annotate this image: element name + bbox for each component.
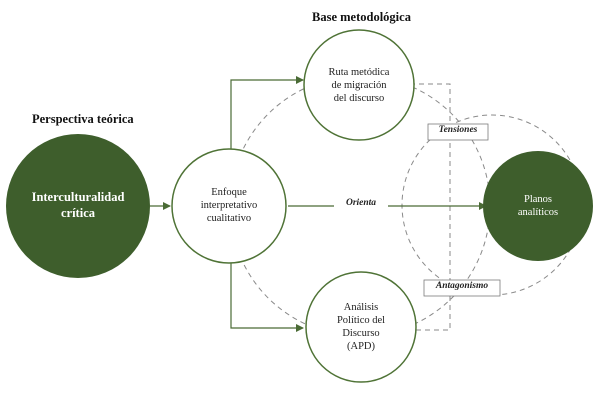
label-interculturalidad: Interculturalidad crítica [31, 190, 125, 220]
label-planos: Planos analíticos [517, 194, 559, 219]
tensiones-box [427, 123, 489, 141]
node-enfoque [171, 148, 287, 264]
arrow-enfoque-to-apd [230, 258, 304, 332]
label-antagonismo: Antagonismo [435, 281, 489, 291]
heading-perspectiva-teorica: Perspectiva teórica [32, 112, 134, 126]
label-apd: Análisis Político del Discurso (APD) [336, 302, 386, 353]
label-tensiones: Tensiones [438, 125, 478, 135]
node-interculturalidad [6, 134, 150, 278]
heading-base-metodologica: Base metodológica [312, 10, 411, 24]
node-planos [483, 151, 593, 261]
antagonismo-box [423, 279, 501, 297]
label-ruta: Ruta metódica de migración del discurso [328, 67, 390, 105]
label-enfoque: Enfoque interpretativo cualitativo [200, 187, 258, 225]
node-apd [305, 271, 417, 383]
arrow-enfoque-to-ruta [230, 76, 304, 155]
label-orienta: Orienta [334, 198, 388, 208]
dashed-bracket [410, 83, 451, 331]
node-ruta [303, 29, 415, 141]
